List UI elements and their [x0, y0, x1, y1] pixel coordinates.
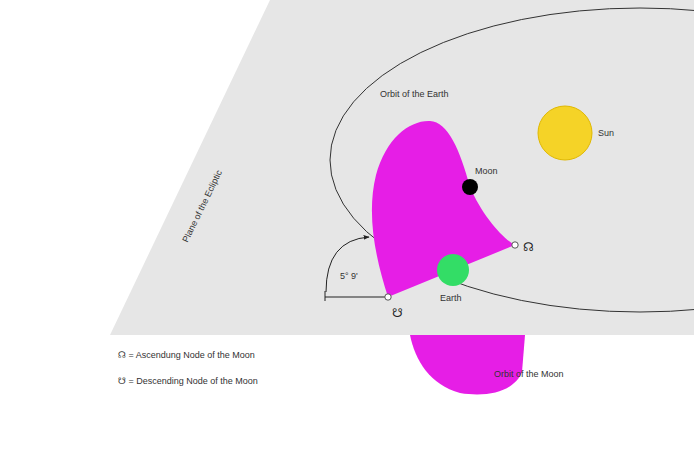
moon-body: Moon	[458, 158, 514, 198]
orbit-lower-half	[410, 335, 525, 394]
orbit-upper-half	[372, 121, 515, 297]
angle-baseline	[325, 297, 385, 298]
shape-group	[462, 179, 478, 195]
ascending-node-point	[512, 242, 518, 248]
moon-label: Moon	[475, 166, 498, 177]
angle-tick	[325, 291, 326, 301]
sun-disc	[538, 106, 592, 160]
label-holder: ☋	[392, 303, 403, 321]
orbit-label: Orbit of the Moon	[494, 369, 564, 380]
sun-label: Sun	[598, 128, 614, 139]
shape-group	[538, 106, 592, 160]
legend-text: ☋ = Descending Node of the Moon	[118, 376, 258, 387]
legend: ☊ = Ascendung Node of the Moon ☋ = Descen…	[118, 344, 258, 396]
text-holder: Sun	[598, 122, 614, 140]
diagram-label: Orbit of the Earth	[380, 89, 449, 100]
node-symbol: ☋	[392, 306, 403, 320]
earth-body: Earth	[432, 252, 482, 302]
plane-fill	[110, 0, 694, 335]
legend-item: ☊ = Ascendung Node of the Moon	[118, 344, 258, 356]
earth-disc	[437, 254, 469, 286]
label-holder: ☊	[523, 237, 534, 255]
text-holder: Plane of the Ecliptic	[163, 195, 242, 213]
legend-text: ☊ = Ascendung Node of the Moon	[118, 350, 255, 361]
moon-orbit: Orbit of the Moon MoonEarth	[360, 110, 600, 402]
ecliptic-plane: Plane of the Ecliptic Sun	[0, 0, 694, 335]
text-holder: Moon	[475, 160, 498, 178]
legend-item: ☋ = Descending Node of the Moon	[118, 370, 258, 382]
shape-group	[110, 0, 694, 335]
earth-orbit	[330, 8, 694, 312]
node-symbol: ☊	[523, 240, 534, 254]
ecliptic-plane-outline	[0, 0, 694, 335]
sun-body-outline	[534, 102, 634, 164]
moon-orbit-outline	[360, 110, 600, 402]
shape-group	[437, 254, 469, 286]
angle-arc	[326, 237, 369, 292]
shape-group	[372, 121, 525, 395]
moon-disc	[462, 179, 478, 195]
label-holder: Orbit of the Earth	[380, 83, 449, 101]
descending-node-point	[385, 294, 391, 300]
sun-body: Sun	[534, 102, 634, 164]
moon-body-outline	[458, 158, 514, 198]
label-holder: 5° 9'	[340, 265, 358, 283]
text-holder: Earth	[440, 287, 462, 305]
earth-label: Earth	[440, 293, 462, 304]
diagram-label: 5° 9'	[340, 271, 358, 282]
text-holder: Orbit of the Moon	[494, 363, 564, 381]
